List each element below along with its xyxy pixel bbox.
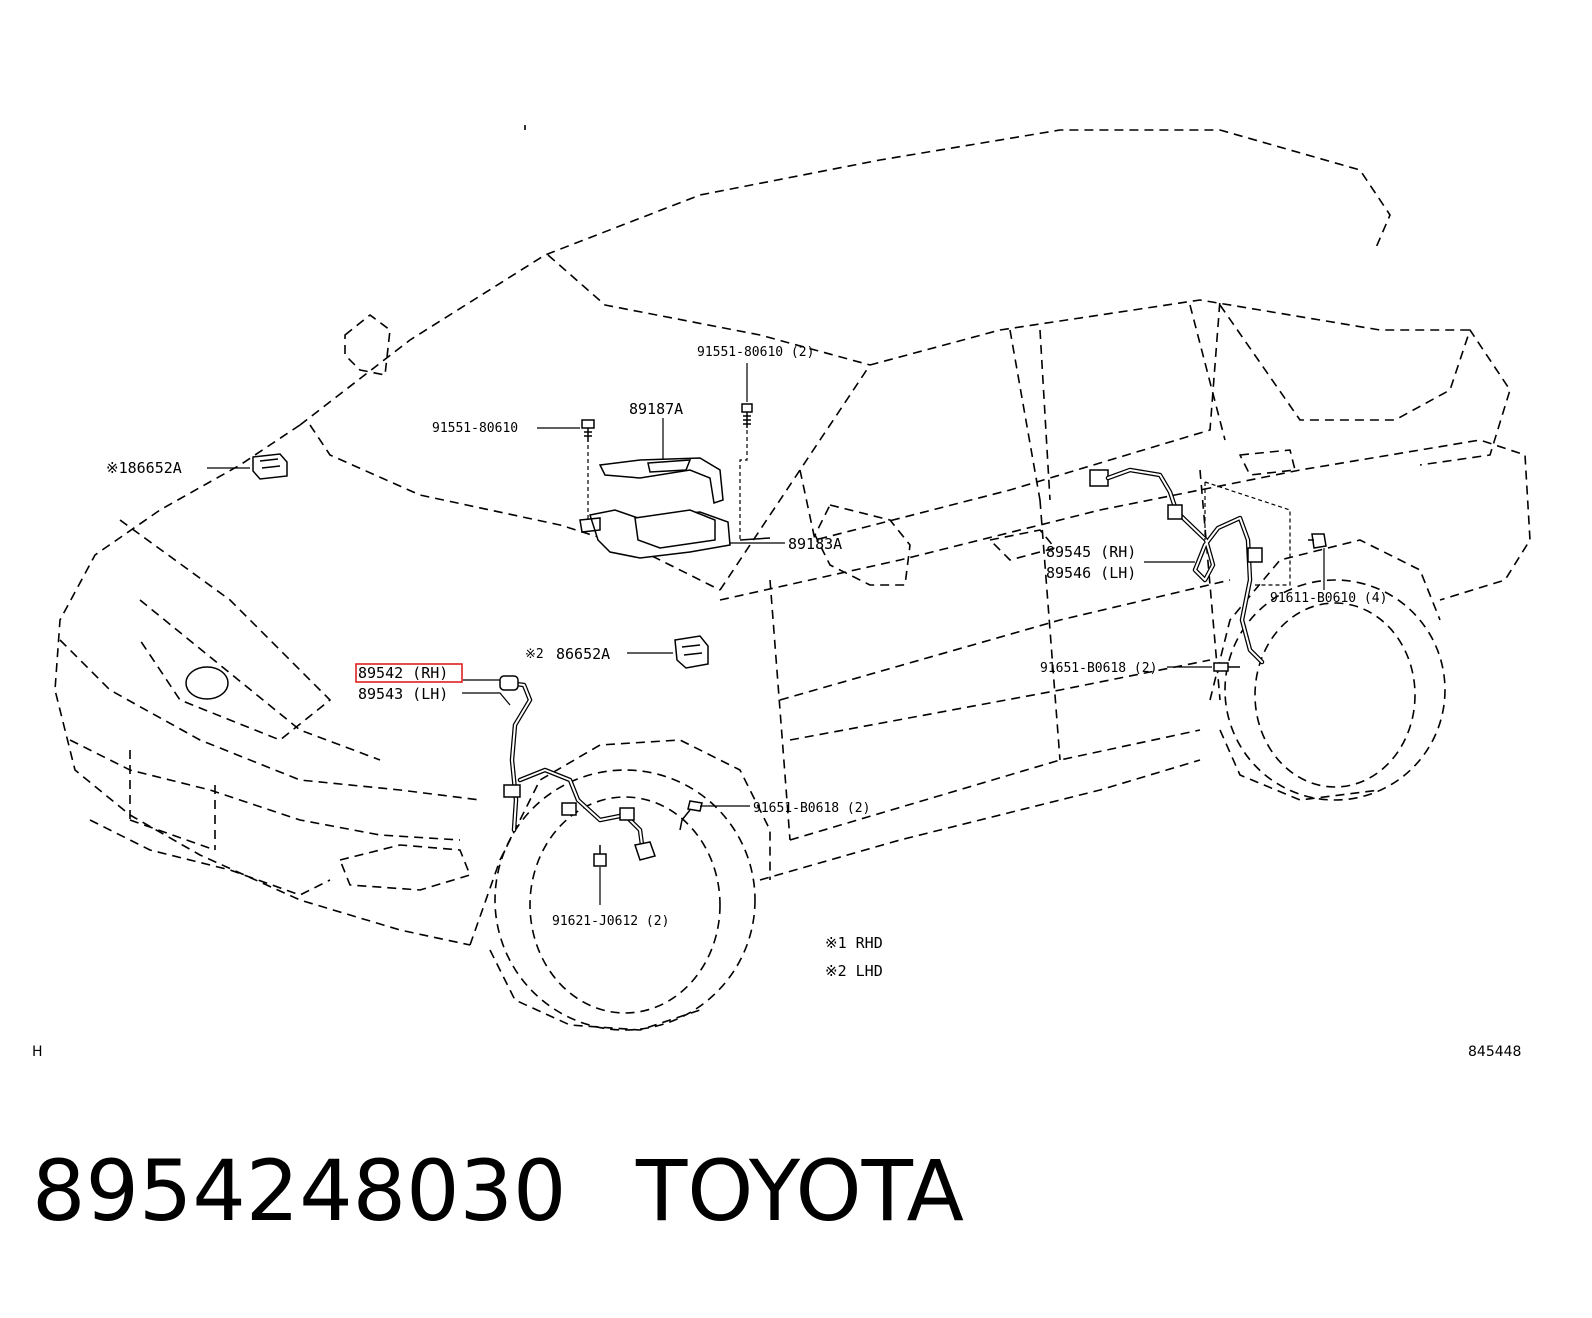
bolt-icon xyxy=(1213,662,1240,672)
clip-icon xyxy=(1308,533,1327,549)
bolt-icon xyxy=(679,800,703,831)
bracket-icon xyxy=(598,457,724,504)
callout-bolt-left: 91551-80610 xyxy=(432,421,518,436)
callout-rear-lh: 89546 (LH) xyxy=(1046,564,1136,582)
callout-front-bolt: 91651-B0618 (2) xyxy=(753,801,870,816)
relay-icon xyxy=(252,453,288,480)
legend-note-1: ※1 RHD xyxy=(825,934,883,952)
part-number: 8954248030 xyxy=(32,1142,566,1240)
front-speed-sensor-wire xyxy=(499,675,656,861)
diagram-id: 845448 xyxy=(1468,1044,1521,1060)
callout-sensor-computer: 89183A xyxy=(788,535,842,553)
relay-icon xyxy=(674,635,709,669)
vehicle-outline xyxy=(54,125,1531,1031)
bolt-icon xyxy=(581,419,595,442)
callout-front-clip: 91621-J0612 (2) xyxy=(552,914,669,929)
legend: ※1 RHD ※2 LHD xyxy=(825,934,883,980)
selected-part-highlight xyxy=(355,663,463,683)
callout-front-lh: 89543 (LH) xyxy=(358,685,448,703)
callout-rear-clip: 91611-B0610 (4) xyxy=(1270,591,1387,606)
callout-rear-rh: 89545 (RH) xyxy=(1046,543,1136,561)
brand-name: TOYOTA xyxy=(635,1142,964,1240)
yaw-sensor-icon xyxy=(579,509,771,559)
callout-labels: 91551-80610 (2) 91551-80610 89187A 89183… xyxy=(106,345,1387,929)
rear-speed-sensor-wire xyxy=(1089,467,1291,665)
callout-relay-2-mark: ※2 xyxy=(525,647,544,662)
parts xyxy=(252,403,1327,867)
callout-relay-1: ※186652A xyxy=(106,459,182,477)
clip-icon xyxy=(593,845,607,867)
corner-left-mark: H xyxy=(32,1044,43,1060)
bolt-icon xyxy=(741,403,753,428)
callout-front-rh[interactable]: 89542 (RH) xyxy=(358,664,448,682)
callout-bolt-top: 91551-80610 (2) xyxy=(697,345,814,360)
callout-relay-2: 86652A xyxy=(556,645,610,663)
legend-note-2: ※2 LHD xyxy=(825,962,883,980)
emblem-icon xyxy=(185,666,229,700)
callout-bracket: 89187A xyxy=(629,400,683,418)
callout-rear-bolt: 91651-B0618 (2) xyxy=(1040,661,1157,676)
leader-lines xyxy=(207,363,1325,905)
